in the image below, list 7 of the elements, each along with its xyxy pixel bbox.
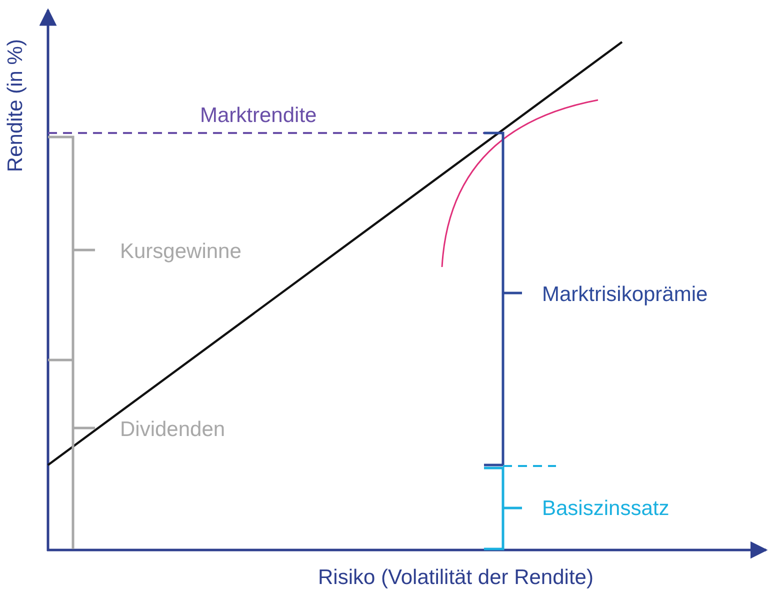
- chart-label: Kursgewinne: [120, 240, 242, 264]
- chart-label: Basiszinssatz: [542, 497, 670, 520]
- axis-title: Rendite (in %): [4, 38, 28, 172]
- chart-label: Marktrendite: [200, 104, 317, 128]
- chart-label: Marktrisikoprämie: [542, 283, 708, 306]
- chart-label: Dividenden: [120, 418, 226, 442]
- axis-title: Risiko (Volatilität der Rendite): [318, 566, 594, 590]
